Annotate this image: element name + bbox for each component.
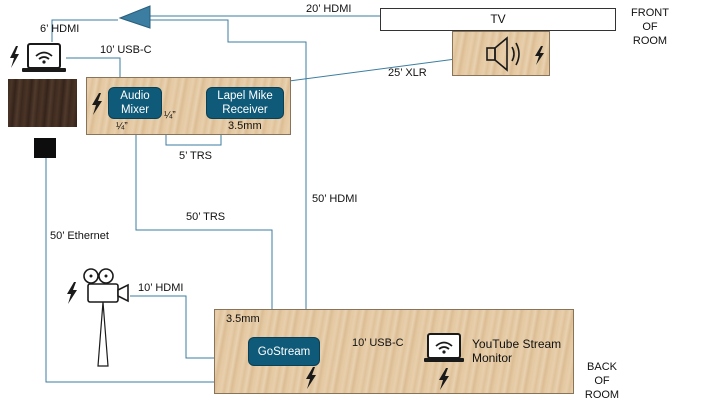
laptop-hdmi-cable bbox=[51, 19, 118, 42]
laptop-hdmi-label: 6’ HDMI bbox=[40, 23, 80, 35]
usbc-bottom-label: 10’ USB-C bbox=[352, 337, 404, 349]
tripod-icon bbox=[97, 301, 109, 367]
mini-jack-bottom-label: 3.5mm bbox=[226, 313, 260, 325]
laptop-wifi-icon bbox=[424, 333, 464, 390]
ethernet-label: 50’ Ethernet bbox=[50, 230, 109, 242]
gostream-device: GoStream bbox=[248, 337, 320, 366]
power-bolt-icon bbox=[67, 282, 77, 304]
speaker-station bbox=[452, 31, 550, 76]
power-bolt-icon bbox=[92, 93, 102, 115]
video-camera-icon bbox=[67, 268, 129, 367]
laptop-wifi-icon bbox=[10, 43, 66, 72]
hdmi-50-cable bbox=[150, 19, 307, 338]
camera-hdmi-label: 10’ HDMI bbox=[138, 282, 184, 294]
quarter-inch-right-label: ¼” bbox=[164, 110, 176, 121]
power-bolt-icon bbox=[10, 46, 19, 68]
trs-short-label: 5’ TRS bbox=[179, 150, 213, 162]
quarter-inch-left-label: ¼” bbox=[116, 121, 128, 132]
hdmi-50-label: 50’ HDMI bbox=[312, 193, 358, 205]
audio-mixer: Audio Mixer bbox=[108, 87, 162, 119]
hdmi-splitter-icon bbox=[118, 5, 151, 29]
lapel-mike-receiver: Lapel Mike Receiver bbox=[206, 87, 284, 119]
power-bolt-icon bbox=[306, 367, 316, 389]
power-bolt-icon bbox=[439, 368, 449, 390]
xlr-label: 25’ XLR bbox=[388, 67, 427, 79]
podium-table bbox=[8, 79, 77, 127]
trs-50-label: 50’ TRS bbox=[186, 211, 226, 223]
network-switch bbox=[34, 138, 56, 158]
usbc-top-label: 10’ USB-C bbox=[100, 44, 152, 56]
back-of-room-label: BACK OF ROOM bbox=[584, 361, 620, 401]
tv-display: TV bbox=[380, 8, 616, 31]
trs-50-cable bbox=[135, 118, 273, 338]
youtube-monitor-label: YouTube Stream Monitor bbox=[472, 337, 562, 365]
tv-label: TV bbox=[490, 12, 506, 26]
front-of-room-label: FRONT OF ROOM bbox=[631, 7, 669, 47]
mini-jack-top-label: 3.5mm bbox=[228, 120, 262, 132]
tv-hdmi-label: 20’ HDMI bbox=[306, 3, 352, 15]
power-bolt-icon bbox=[535, 46, 544, 65]
speaker-icon bbox=[486, 36, 544, 72]
